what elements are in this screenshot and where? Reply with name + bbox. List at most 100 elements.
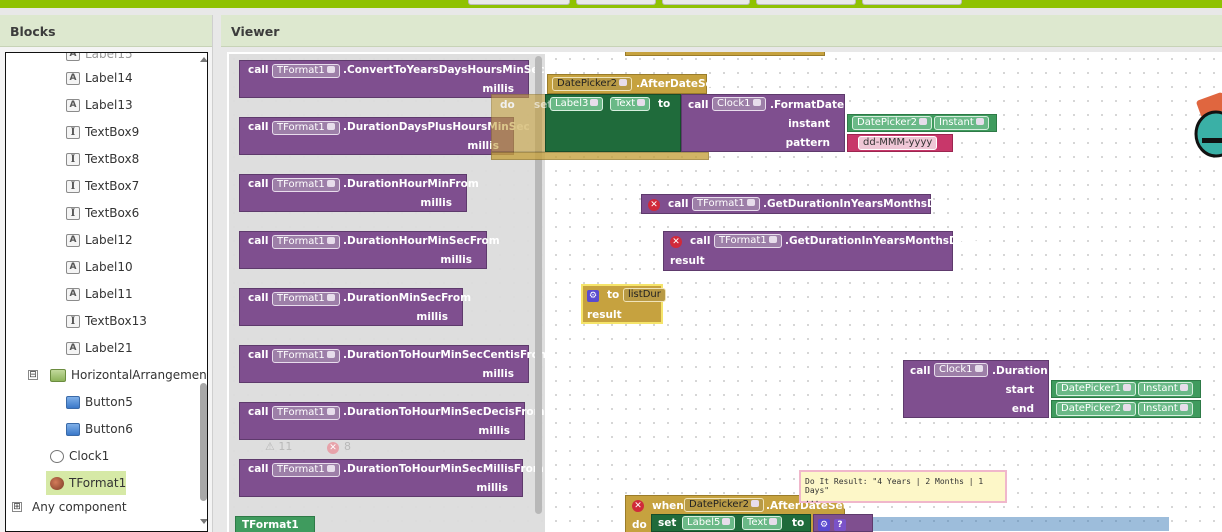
component-dropdown[interactable]: TFormat1 — [692, 197, 760, 211]
block-duration-decis[interactable]: call TFormat1 .DurationToHourMinSecDecis… — [239, 402, 545, 440]
component-dropdown[interactable]: TFormat1 — [714, 234, 782, 248]
component-dropdown[interactable]: DatePicker1 — [1056, 382, 1137, 396]
block-get-duration-2[interactable]: ✕ call TFormat1 .GetDurationInYearsMonth… — [663, 231, 978, 271]
block-datepicker2-instant[interactable]: DatePicker2 Instant — [1051, 400, 1201, 418]
property-dropdown[interactable]: Text — [610, 97, 651, 111]
component-dropdown[interactable]: DatePicker2 — [852, 116, 933, 130]
dropdown-arrow-icon — [1179, 404, 1188, 411]
block-partial-list[interactable] — [873, 517, 1169, 531]
block-method: .FormatDate — [770, 99, 845, 111]
property-dropdown[interactable]: Instant — [1138, 402, 1193, 416]
tree-item-button6[interactable]: Button6 — [66, 419, 133, 439]
label-icon: A — [66, 233, 80, 247]
label-icon: A — [66, 53, 80, 61]
component-dropdown[interactable]: TFormat1 — [272, 292, 340, 306]
block-set-label5-text[interactable]: set Label5 Text to — [651, 514, 811, 532]
tree-vertical-scrollbar[interactable] — [199, 53, 207, 531]
top-tab[interactable] — [862, 0, 962, 5]
component-dropdown[interactable]: TFormat1 — [272, 349, 340, 363]
block-duration-days[interactable]: call TFormat1 .DurationDaysPlusHoursMinS… — [239, 117, 530, 155]
block-convert-years[interactable]: call TFormat1 .ConvertToYearsDaysHoursMi… — [239, 60, 545, 98]
blocks-workspace[interactable]: call TFormat1 .ConvertToYearsDaysHoursMi… — [227, 52, 1222, 532]
scroll-thumb[interactable] — [200, 383, 207, 501]
dropdown-arrow-icon — [326, 351, 335, 358]
component-dropdown[interactable]: DatePicker2 — [1056, 402, 1137, 416]
block-keyword: do — [500, 99, 515, 111]
block-procedure-listdur[interactable]: ⚙ to listDur result — [581, 284, 666, 324]
component-dropdown[interactable]: DatePicker2 — [684, 498, 765, 512]
tree-item-any-component[interactable]: Any component — [32, 497, 127, 517]
component-dropdown[interactable]: TFormat1 — [272, 463, 340, 477]
property-dropdown[interactable]: Instant — [1138, 382, 1193, 396]
block-text-pattern[interactable]: dd-MMM-yyyy — [847, 134, 953, 152]
block-datepicker1-instant[interactable]: DatePicker1 Instant — [1051, 380, 1201, 398]
block-keyword: do — [632, 519, 647, 531]
block-duration-hourmin[interactable]: call TFormat1 .DurationHourMinFrom milli… — [239, 174, 479, 212]
component-dropdown[interactable]: TFormat1 — [272, 235, 340, 249]
block-datepicker2-instant[interactable]: DatePicker2 Instant — [847, 114, 997, 132]
gear-icon[interactable]: ⚙ — [587, 290, 599, 302]
collapse-toggle[interactable]: ⊟ — [28, 370, 38, 380]
block-method: .GetDurationInYearsMonthsDays — [763, 198, 956, 210]
component-dropdown[interactable]: Clock1 — [712, 97, 766, 111]
block-procedure-call[interactable]: ⚙ ? — [813, 514, 873, 532]
block-duration-hourminsec[interactable]: call TFormat1 .DurationHourMinSecFrom mi… — [239, 231, 500, 269]
block-clock-formatdate[interactable]: call Clock1 .FormatDate instant pattern — [681, 94, 845, 152]
expand-toggle[interactable]: ⊞ — [12, 502, 22, 512]
component-dropdown[interactable]: Label5 — [682, 516, 736, 530]
block-get-duration-1[interactable]: ✕ call TFormat1 .GetDurationInYearsMonth… — [641, 194, 956, 214]
warning-indicator[interactable]: ⚠ 11 — [265, 440, 293, 453]
component-dropdown[interactable]: TFormat1 — [272, 121, 340, 135]
block-event-afterdateset[interactable]: DatePicker2 .AfterDateSet — [547, 74, 718, 94]
help-icon[interactable]: ? — [834, 519, 846, 531]
component-dropdown[interactable]: DatePicker2 — [552, 77, 633, 91]
flyout-scrollbar[interactable] — [535, 56, 542, 514]
scroll-up-arrow-icon[interactable] — [200, 57, 207, 62]
block-method: .DurationToHourMinSecCentisFrom — [343, 349, 550, 361]
gear-icon[interactable]: ⚙ — [818, 519, 830, 531]
block-duration-centis[interactable]: call TFormat1 .DurationToHourMinSecCenti… — [239, 345, 550, 383]
error-indicator[interactable]: ✕8 — [327, 440, 351, 454]
component-dropdown[interactable]: Clock1 — [934, 363, 988, 377]
dropdown-arrow-icon — [326, 123, 335, 130]
property-dropdown[interactable]: Instant — [934, 116, 989, 130]
tree-item-horizontalarrangement[interactable]: HorizontalArrangemen — [50, 365, 207, 385]
procedure-name-field[interactable]: listDur — [623, 288, 666, 302]
do-it-result-tooltip: Do It Result: "4 Years | 2 Months | 1 Da… — [799, 470, 1007, 504]
block-clock-duration[interactable]: call Clock1 .Duration start end — [903, 360, 1049, 418]
block-partial-top[interactable] — [625, 52, 825, 56]
text-value[interactable]: dd-MMM-yyyy — [858, 136, 938, 150]
tree-item-tformat1[interactable]: TFormat1 — [46, 471, 126, 495]
scroll-down-arrow-icon[interactable] — [200, 519, 207, 524]
component-dropdown[interactable]: TFormat1 — [272, 64, 340, 78]
top-tab[interactable] — [756, 0, 856, 5]
property-dropdown[interactable]: Text — [742, 516, 783, 530]
component-dropdown[interactable]: TFormat1 — [272, 406, 340, 420]
block-duration-millis[interactable]: call TFormat1 .DurationToHourMinSecMilli… — [239, 459, 544, 497]
block-set-label3-text[interactable]: set Label3 Text to — [534, 94, 681, 152]
error-count: 8 — [344, 440, 351, 453]
tree-item-button5[interactable]: Button5 — [66, 392, 133, 412]
top-tab[interactable] — [576, 0, 656, 5]
block-duration-minsec[interactable]: call TFormat1 .DurationMinSecFrom millis — [239, 288, 471, 326]
block-tformat-component[interactable]: TFormat1 — [235, 516, 315, 532]
component-dropdown[interactable]: TFormat1 — [272, 178, 340, 192]
top-tab[interactable] — [662, 0, 750, 5]
tree-item-clock1[interactable]: Clock1 — [50, 446, 109, 466]
component-dropdown[interactable]: Label3 — [550, 97, 604, 111]
block-keyword: call — [688, 99, 709, 111]
tree-item-label: Label13 — [85, 98, 133, 112]
top-tab[interactable] — [468, 0, 570, 5]
